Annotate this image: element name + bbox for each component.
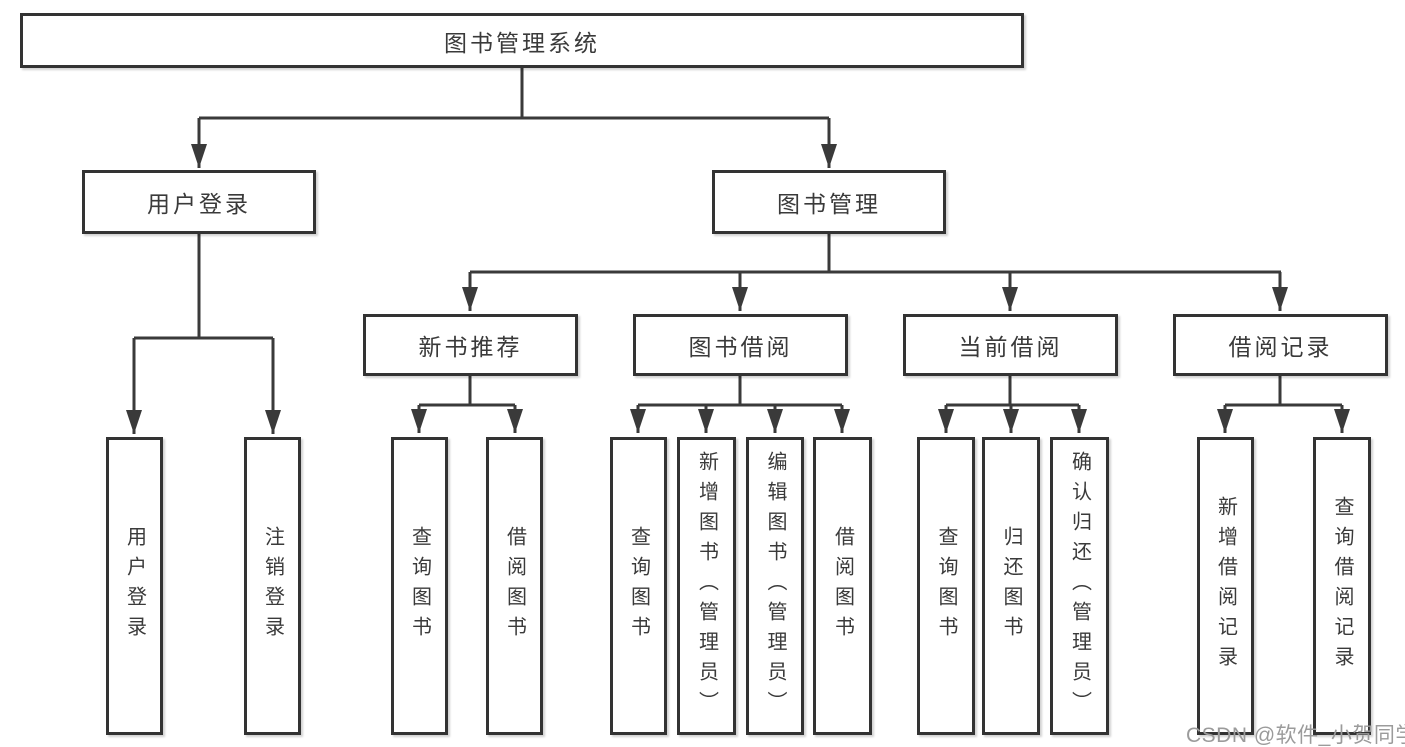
node-label: 查询图书 [935,526,957,646]
node-confirm-return-admin: 确认归还（管理员） [1050,437,1109,735]
node-user-login: 用户登录 [82,170,316,234]
node-label: 新增图书（管理员） [695,451,718,721]
node-label: 借阅记录 [1228,334,1333,360]
node-add-borrow-record: 新增借阅记录 [1197,437,1254,735]
node-label: 查询借阅记录 [1331,496,1353,676]
node-query-borrow-record: 查询借阅记录 [1313,437,1371,735]
node-label: 图书管理系统 [444,29,600,56]
node-label: 当前借阅 [958,334,1063,360]
node-label: 归还图书 [1000,526,1022,646]
node-label: 用户登录 [123,526,146,646]
node-book-management: 图书管理 [712,170,946,234]
node-label: 图书借阅 [688,334,793,360]
node-query-book-current: 查询图书 [917,437,975,735]
node-label: 新增借阅记录 [1214,496,1237,676]
node-query-book-borrow: 查询图书 [610,437,667,735]
node-label: 借阅图书 [503,526,526,646]
node-label: 查询图书 [408,526,431,646]
node-user-login-leaf: 用户登录 [106,437,163,735]
node-label: 注销登录 [261,526,284,646]
node-label: 编辑图书（管理员） [764,451,786,721]
node-label: 查询图书 [627,526,650,646]
node-book-borrow: 图书借阅 [633,314,848,376]
node-borrow-record: 借阅记录 [1173,314,1388,376]
node-label: 图书管理 [777,191,881,217]
node-label: 确认归还（管理员） [1068,451,1091,721]
watermark: CSDN @软件_小贺同学 [1186,724,1405,747]
node-add-book-admin: 新增图书（管理员） [677,437,736,735]
node-label: 借阅图书 [831,526,854,646]
node-label: 用户登录 [147,191,251,217]
node-edit-book-admin: 编辑图书（管理员） [746,437,804,735]
node-return-book: 归还图书 [982,437,1040,735]
node-query-book-recommend: 查询图书 [391,437,448,735]
node-new-book-recommend: 新书推荐 [363,314,578,376]
node-label: 新书推荐 [418,334,523,360]
node-borrow-book: 借阅图书 [813,437,872,735]
node-logout-leaf: 注销登录 [244,437,301,735]
node-borrow-book-recommend: 借阅图书 [486,437,543,735]
node-current-borrow: 当前借阅 [903,314,1118,376]
node-library-management-system: 图书管理系统 [20,13,1024,68]
